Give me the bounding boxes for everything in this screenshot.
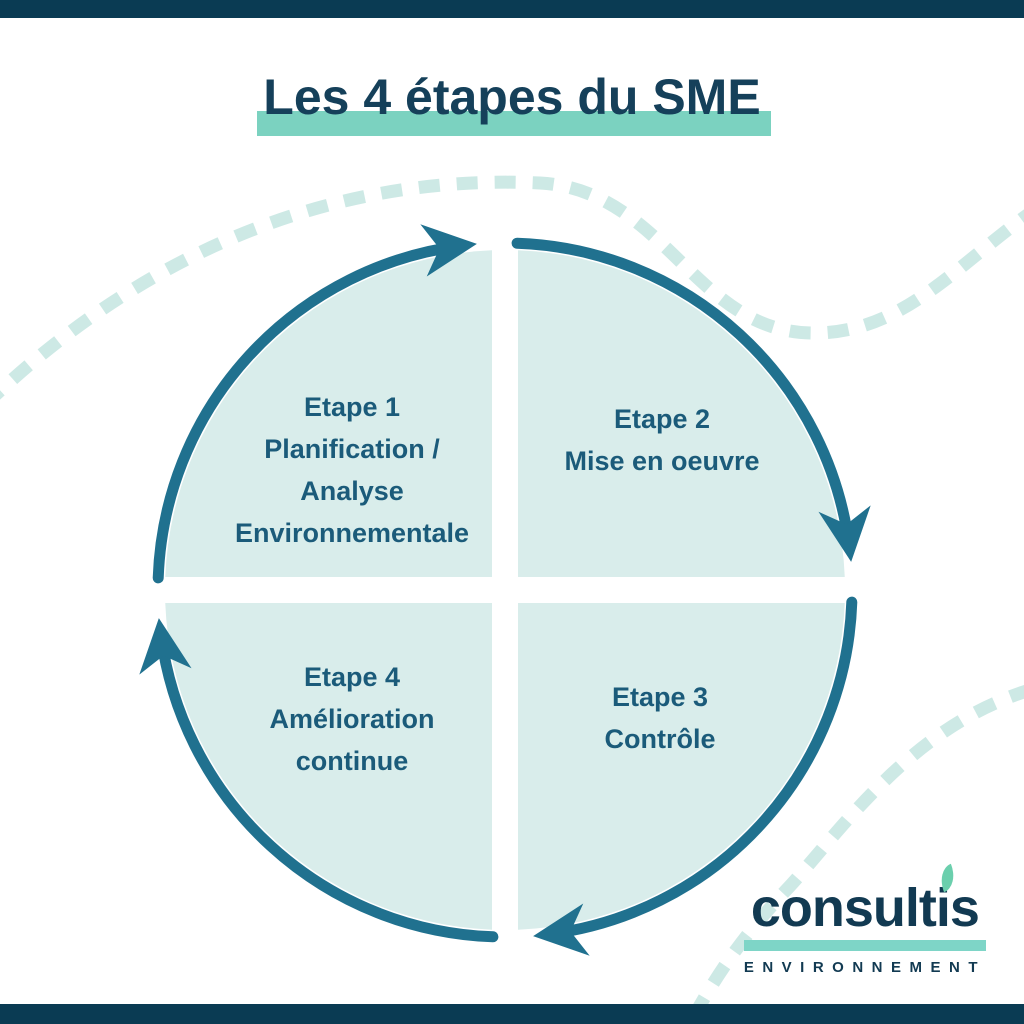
step-2-description: Mise en oeuvre [564, 446, 760, 476]
page-title: Les 4 étapes du SME [257, 68, 772, 136]
quadrant-step1 [165, 250, 492, 577]
quadrant-step2 [518, 250, 845, 577]
page-title-wrap: Les 4 étapes du SME [0, 68, 1024, 136]
step-2-label-block: Etape 2 Mise en oeuvre [502, 398, 822, 482]
step-1-description: Planification / Analyse Environnementale [234, 434, 470, 548]
dashed-curve-top-icon [0, 175, 1024, 400]
step-3-description: Contrôle [604, 724, 716, 754]
quadrant-step4 [165, 603, 492, 930]
bottom-accent-bar [0, 1004, 1024, 1024]
top-accent-bar [0, 0, 1024, 18]
step-4-description: Amélioration continue [269, 704, 435, 776]
logo-wordmark-row: consultis ENVIRONNEMENT [743, 863, 986, 976]
arc-arrow-step3-icon [533, 596, 858, 956]
arc-arrow-step1-icon [152, 224, 477, 584]
logo-tagline: ENVIRONNEMENT [743, 959, 986, 976]
step-1-label-block: Etape 1 Planification / Analyse Environn… [192, 386, 512, 554]
logo-wordmark: consultis [750, 878, 980, 938]
step-1-name: Etape 1 [303, 392, 401, 422]
step-4-name: Etape 4 [303, 662, 401, 692]
arc-arrow-step2-icon [511, 237, 871, 562]
step-4-label-block: Etape 4 Amélioration continue [192, 656, 512, 782]
logo-underline [743, 940, 986, 951]
arc-arrow-step4-icon [139, 618, 499, 943]
step-3-label-block: Etape 3 Contrôle [500, 676, 820, 760]
step-3-name: Etape 3 [611, 682, 709, 712]
quadrant-step3 [518, 603, 845, 930]
step-2-name: Etape 2 [613, 404, 711, 434]
dashed-curve-bottom-right-icon [688, 685, 1024, 1020]
consultis-logo: consultis ENVIRONNEMENT [743, 863, 986, 977]
